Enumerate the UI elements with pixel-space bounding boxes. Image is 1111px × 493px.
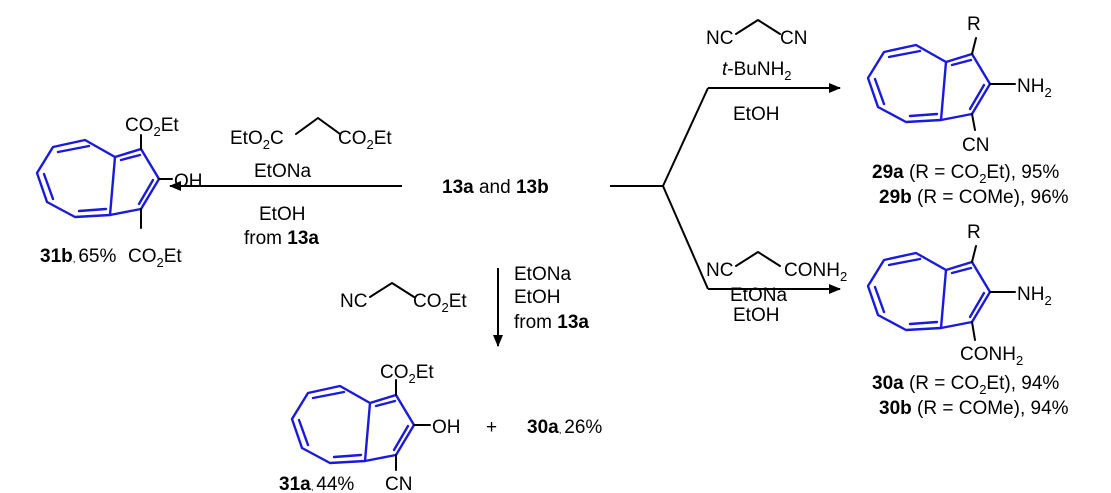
left-condition-solvent: EtOH [259, 204, 305, 225]
substituent-oh: OH [174, 171, 203, 192]
malononitrile-cn: CN [780, 28, 807, 49]
substituent-nh2: NH2 [1017, 76, 1052, 100]
malonate-ch2-bond [295, 117, 341, 135]
left-condition-source: from 13a [244, 228, 319, 249]
substituent-r: R [967, 14, 981, 35]
malonate-right-ester: CO2Et [338, 128, 392, 152]
cyanoacetamide-ch2-bond [735, 251, 781, 267]
product-31b-structure: CO2Et OH CO2Et [35, 115, 203, 270]
substituent-conh2: CONH2 [960, 344, 1023, 368]
compound-13b: 13b [516, 177, 549, 198]
substituent-co2et-bottom: CO2Et [128, 246, 182, 270]
product-29a-label: 29a (R = CO2Et), 95% [872, 162, 1059, 186]
down-condition-base: EtONa [514, 264, 571, 285]
reagent-diethyl-malonate: EtO2C CO2Et [230, 117, 392, 152]
malononitrile-ch2-bond [735, 19, 781, 35]
product-31b-label: 31b, 65% [40, 246, 116, 267]
cyanoacetamide-amide: CONH2 [784, 260, 847, 284]
lower-condition-base: EtONa [730, 285, 787, 306]
down-condition-solvent: EtOH [514, 287, 560, 308]
cyanoacetate-ch2-bond [369, 282, 415, 298]
and-text: and [474, 177, 516, 198]
left-condition-base: EtONa [254, 161, 311, 182]
lower-condition-solvent: EtOH [733, 305, 779, 326]
upper-condition-base: t-BuNH2 [722, 59, 792, 83]
substituent-co2et: CO2Et [380, 362, 434, 386]
product-29b-label: 29b (R = COMe), 96% [879, 187, 1069, 208]
reagent-ethyl-cyanoacetate: NC CO2Et [340, 282, 467, 315]
substituent-cn: CN [385, 474, 412, 493]
product-30b-label: 30b (R = COMe), 94% [879, 398, 1069, 419]
substituent-cn: CN [962, 135, 989, 156]
substituent-r: R [967, 222, 981, 243]
branch-up [662, 87, 709, 187]
product-29-structure: R NH2 CN [866, 14, 1052, 156]
malononitrile-nc: NC [706, 28, 733, 49]
reagent-malononitrile: NC CN [706, 19, 807, 49]
cyanoacetate-ester: CO2Et [413, 291, 467, 315]
compound-13a: 13a [442, 177, 474, 198]
branch-down [662, 185, 709, 290]
product-30a-byproduct-label: 30a, 26% [527, 417, 602, 438]
substituent-oh: OH [432, 417, 461, 438]
product-30-structure: R NH2 CONH2 [866, 222, 1052, 368]
substituent-co2et-top: CO2Et [125, 115, 179, 139]
start-material-label: 13a and 13b [442, 177, 549, 198]
malonate-left-ester: EtO2C [230, 128, 284, 152]
product-30a-label: 30a (R = CO2Et), 94% [872, 373, 1059, 397]
cyanoacetate-nc: NC [340, 291, 367, 312]
plus-sign: + [486, 417, 497, 438]
product-31a-structure: CO2Et OH CN [290, 362, 461, 493]
upper-condition-solvent: EtOH [733, 104, 779, 125]
reagent-cyanoacetamide: NC CONH2 [706, 251, 847, 284]
product-31a-label: 31a, 44% [279, 474, 354, 493]
cyanoacetamide-nc: NC [706, 260, 733, 281]
down-condition-source: from 13a [514, 312, 589, 333]
substituent-nh2: NH2 [1017, 284, 1052, 308]
